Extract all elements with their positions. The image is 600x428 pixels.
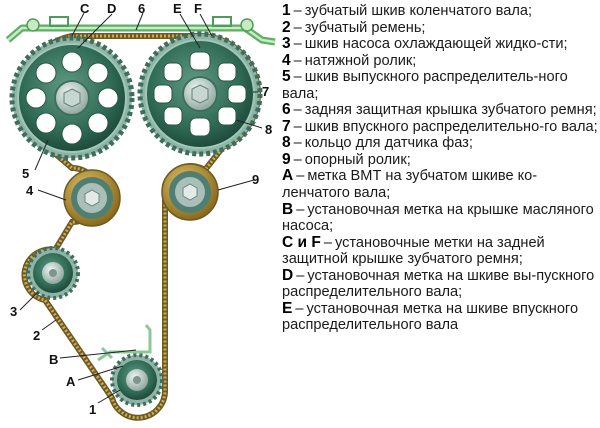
legend-item: E–установочная метка на шкиве впускного …: [282, 299, 600, 334]
legend-dash: –: [295, 300, 304, 317]
legend-text: зубчатый шкив коленчатого вала;: [304, 3, 533, 19]
coolant-pump-pulley: [26, 246, 80, 300]
intake-camshaft-pulley: [137, 31, 263, 157]
legend-item: B–установочная метка на крышке масляного…: [282, 200, 600, 235]
callout-1: 1: [89, 402, 96, 417]
callout-6: 6: [138, 1, 145, 16]
legend-key: 1: [282, 2, 291, 19]
legend-dash: –: [293, 151, 302, 168]
legend-key: 3: [282, 35, 291, 53]
callout-4: 4: [26, 183, 34, 198]
callout-B: B: [49, 352, 58, 367]
callout-E: E: [173, 1, 182, 16]
legend-text: задняя защитная крышка зубчатого ремня;: [304, 102, 597, 119]
callout-D: D: [107, 1, 116, 16]
legend-text: шкив впускного распределительно-го вала;: [304, 118, 598, 135]
legend-dash: –: [293, 118, 302, 135]
exhaust-camshaft-pulley: [9, 35, 135, 161]
legend-text: опорный ролик;: [304, 151, 411, 168]
legend-text: шкив выпускного распределитель-ного вала…: [282, 69, 568, 102]
legend-text: кольцо для датчика фаз;: [304, 135, 473, 152]
legend-key: 9: [282, 150, 291, 168]
leader-lines: [19, 12, 263, 404]
legend-item: 2–зубчатый ремень;: [282, 18, 600, 37]
legend: 1–зубчатый шкив коленчатого вала;2–зубча…: [282, 2, 600, 334]
callout-9: 9: [252, 172, 259, 187]
callout-7: 7: [262, 84, 269, 99]
legend-item: 9–опорный ролик;: [282, 150, 600, 169]
callout-8: 8: [265, 122, 272, 137]
legend-dash: –: [293, 69, 302, 86]
legend-key: 4: [282, 51, 291, 69]
crankshaft-pulley: [110, 353, 164, 407]
legend-item: C и F–установочные метки на задней защит…: [282, 233, 600, 268]
legend-item: 8–кольцо для датчика фаз;: [282, 135, 600, 152]
legend-text: метка ВМТ на зубчатом шкиве ко-ленчатого…: [282, 168, 538, 202]
callout-5: 5: [22, 166, 29, 181]
callout-F: F: [194, 1, 202, 16]
legend-dash: –: [293, 102, 302, 119]
legend-text: установочная метка на шкиве впускного ра…: [282, 300, 579, 334]
legend-key: 5: [282, 68, 291, 86]
legend-key: C и F: [282, 233, 321, 251]
legend-item: 6–задняя защитная крышка зубчатого ремня…: [282, 102, 600, 119]
legend-text: шкив насоса охлаждающей жидко-сти;: [304, 36, 568, 53]
legend-key: D: [282, 266, 294, 284]
tensioner-roller: [63, 169, 121, 227]
legend-dash: –: [293, 19, 302, 36]
legend-dash: –: [296, 201, 305, 218]
legend-key: 7: [282, 117, 291, 135]
legend-dash: –: [293, 36, 302, 53]
legend-item: 1–зубчатый шкив коленчатого вала;: [282, 2, 600, 20]
legend-item: 5–шкив выпускного распределитель-ного ва…: [282, 68, 600, 102]
legend-item: 4–натяжной ролик;: [282, 51, 600, 70]
legend-item: A–метка ВМТ на зубчатом шкиве ко-ленчато…: [282, 168, 600, 201]
legend-key: 2: [282, 18, 291, 36]
callout-3: 3: [10, 304, 17, 319]
callout-C: C: [80, 1, 90, 16]
legend-text: установочная метка на крышке масляного н…: [282, 201, 594, 235]
legend-key: 8: [282, 134, 291, 152]
callout-A: A: [66, 374, 76, 389]
legend-text: установочные метки на задней защитной кр…: [282, 234, 545, 268]
legend-key: 6: [282, 101, 291, 119]
legend-key: A: [282, 167, 294, 185]
legend-dash: –: [293, 52, 302, 69]
legend-dash: –: [296, 267, 305, 284]
legend-item: 7–шкив впускного распределительно-го вал…: [282, 117, 600, 136]
idler-roller: [161, 163, 219, 221]
legend-dash: –: [293, 3, 302, 19]
legend-item: D–установочная метка на шкиве вы-пускног…: [282, 266, 600, 301]
legend-text: установочная метка на шкиве вы-пускного …: [282, 267, 595, 301]
legend-text: зубчатый ремень;: [304, 19, 426, 36]
legend-key: E: [282, 299, 293, 317]
legend-key: B: [282, 200, 294, 218]
legend-item: 3–шкив насоса охлаждающей жидко-сти;: [282, 35, 600, 53]
legend-dash: –: [293, 135, 302, 152]
rear-belt-cover: [5, 16, 276, 46]
callout-2: 2: [33, 328, 40, 343]
legend-dash: –: [296, 168, 305, 185]
legend-dash: –: [323, 234, 332, 251]
legend-text: натяжной ролик;: [304, 52, 417, 69]
